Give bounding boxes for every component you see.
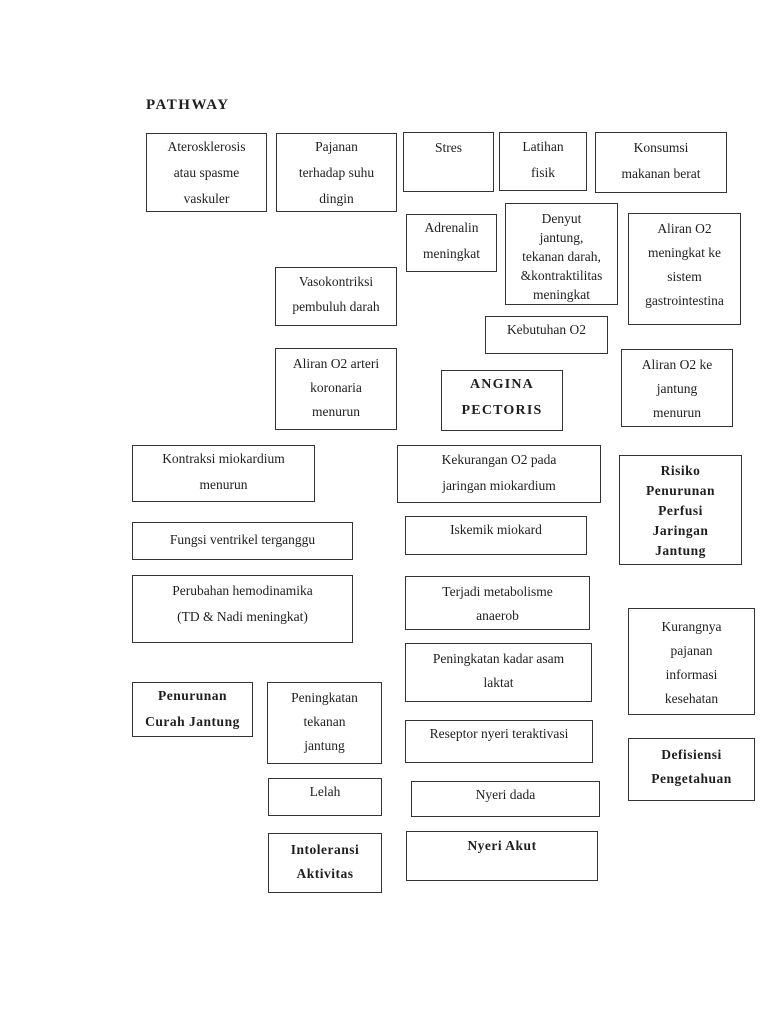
node-perubahan-hemodinamika: Perubahan hemodinamika (TD & Nadi mening… [132, 575, 353, 643]
node-kurangnya-pajanan-informasi: Kurangnya pajanan informasi kesehatan [628, 608, 755, 715]
node-kebutuhan-o2: Kebutuhan O2 [485, 316, 608, 354]
node-reseptor-nyeri: Reseptor nyeri teraktivasi [405, 720, 593, 763]
node-metabolisme-anaerob: Terjadi metabolisme anaerob [405, 576, 590, 630]
node-aliran-o2-arteri-koronaria: Aliran O2 arteri koronaria menurun [275, 348, 397, 430]
node-fungsi-ventrikel: Fungsi ventrikel terganggu [132, 522, 353, 560]
node-nyeri-akut: Nyeri Akut [406, 831, 598, 881]
node-vasokontriksi: Vasokontriksi pembuluh darah [275, 267, 397, 326]
node-intoleransi-aktivitas: Intoleransi Aktivitas [268, 833, 382, 893]
node-defisiensi-pengetahuan: Defisiensi Pengetahuan [628, 738, 755, 801]
node-pajanan-suhu-dingin: Pajanan terhadap suhu dingin [276, 133, 397, 212]
page-title: PATHWAY [146, 97, 230, 113]
node-latihan-fisik: Latihan fisik [499, 132, 587, 191]
node-konsumsi-makanan-berat: Konsumsi makanan berat [595, 132, 727, 193]
node-adrenalin-meningkat: Adrenalin meningkat [406, 214, 497, 272]
node-risiko-penurunan-perfusi: Risiko Penurunan Perfusi Jaringan Jantun… [619, 455, 742, 565]
node-angina-pectoris: ANGINA PECTORIS [441, 370, 563, 431]
node-denyut-jantung-meningkat: Denyut jantung, tekanan darah, &kontrakt… [505, 203, 618, 305]
node-kontraksi-miokardium: Kontraksi miokardium menurun [132, 445, 315, 502]
node-peningkatan-asam-laktat: Peningkatan kadar asam laktat [405, 643, 592, 702]
node-aliran-o2-jantung-menurun: Aliran O2 ke jantung menurun [621, 349, 733, 427]
node-peningkatan-tekanan-jantung: Peningkatan tekanan jantung [267, 682, 382, 764]
node-iskemik-miokard: Iskemik miokard [405, 516, 587, 555]
node-stres: Stres [403, 132, 494, 192]
node-lelah: Lelah [268, 778, 382, 816]
node-nyeri-dada: Nyeri dada [411, 781, 600, 817]
node-kekurangan-o2-miokardium: Kekurangan O2 pada jaringan miokardium [397, 445, 601, 503]
node-aliran-o2-gastrointestinal: Aliran O2 meningkat ke sistem gastrointe… [628, 213, 741, 325]
node-aterosklerosis: Aterosklerosis atau spasme vaskuler [146, 133, 267, 212]
node-penurunan-curah-jantung: Penurunan Curah Jantung [132, 682, 253, 737]
